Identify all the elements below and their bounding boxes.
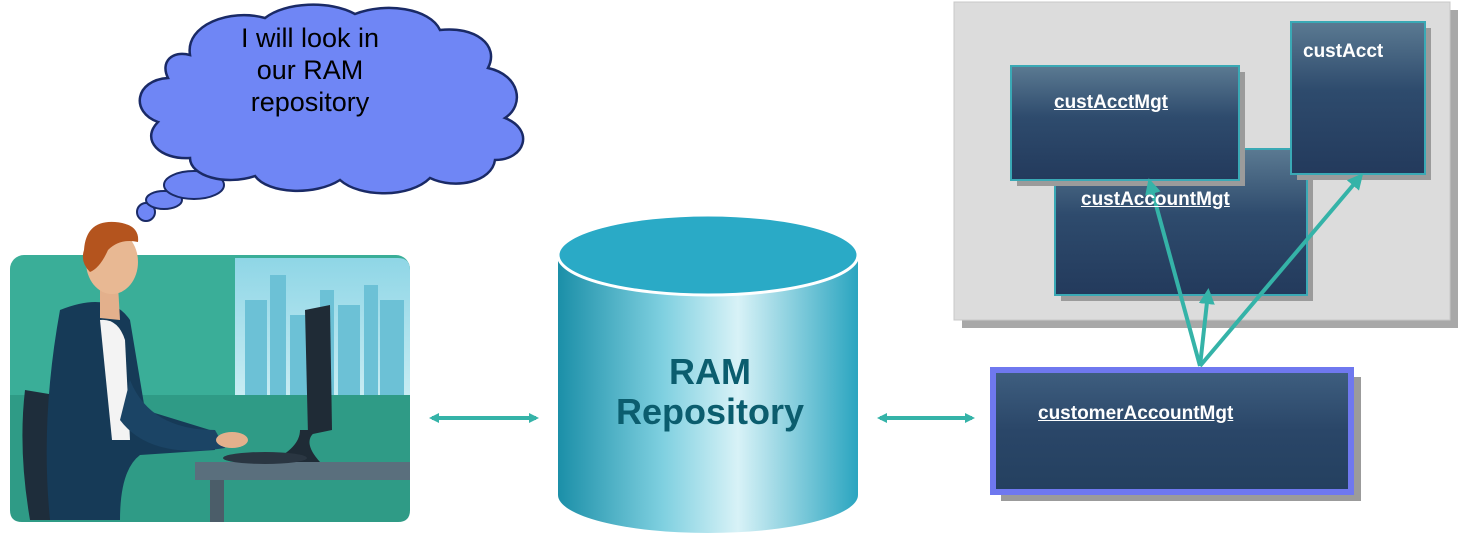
person-shirt — [100, 319, 130, 440]
person-arm — [120, 380, 225, 451]
monitor-stand — [270, 430, 320, 462]
cust-acct-mgt-label[interactable]: custAcctMgt — [1054, 92, 1169, 113]
cylinder-top — [556, 213, 860, 297]
dependency-arrow-to-cust-account-mgt — [1198, 288, 1215, 367]
cylinder-body — [558, 255, 858, 533]
cust-acct-box — [1290, 21, 1426, 175]
customer-account-mgt-box[interactable] — [990, 367, 1354, 495]
repository-cylinder — [556, 213, 860, 533]
cust-acct-mgt-box — [1010, 65, 1240, 181]
dependency-arrow-to-cust-acct-mgt — [1145, 178, 1202, 367]
cust-account-mgt-label[interactable]: custAccountMgt — [1081, 189, 1230, 210]
keyboard — [223, 452, 307, 464]
thought-bubble-text: I will look in our RAM repository — [205, 22, 415, 118]
repository-label: RAM Repository — [560, 352, 860, 432]
thought-bubble — [136, 3, 525, 222]
cust-acct-label[interactable]: custAcct — [1303, 41, 1384, 62]
thought-line-1: I will look in — [240, 23, 380, 53]
desk-leg — [210, 480, 224, 522]
dependency-arrow-to-cust-acct — [1198, 173, 1364, 368]
monitor-screen — [305, 305, 332, 435]
person-hair — [82, 221, 139, 272]
repository-label-line-2: Repository — [615, 391, 805, 432]
dependency-arrows — [1145, 173, 1364, 368]
desk — [195, 462, 410, 480]
person-at-computer-illustration — [10, 221, 410, 522]
thought-line-3: repository — [250, 87, 370, 117]
person-hand — [216, 432, 248, 448]
repository-label-line-1: RAM — [669, 351, 751, 392]
thought-line-2: our RAM — [256, 55, 364, 85]
thought-cloud — [138, 3, 525, 195]
customer-account-mgt-label[interactable]: customerAccountMgt — [1038, 403, 1234, 424]
